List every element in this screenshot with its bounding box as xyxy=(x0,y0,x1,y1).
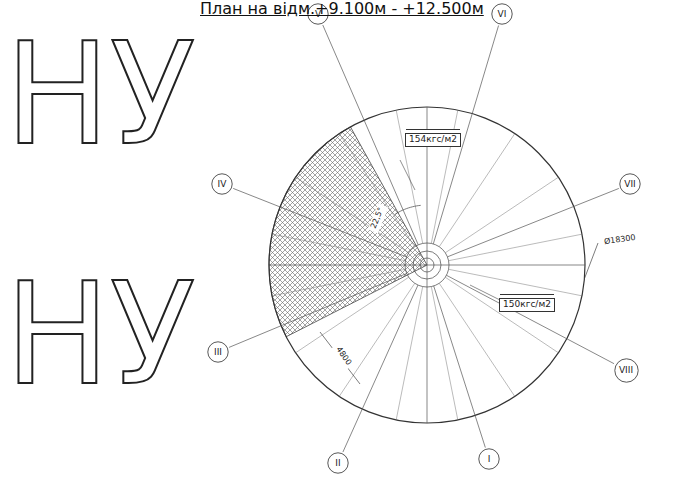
dimension-line xyxy=(584,243,598,279)
division-line xyxy=(431,110,458,243)
axis-mark-circle: VI xyxy=(491,3,513,25)
load-value: 154кгс/м2 xyxy=(405,133,461,147)
axis-number: II xyxy=(335,459,340,468)
axis-spoke xyxy=(343,285,418,452)
axis-line xyxy=(427,107,428,423)
axis-mark-circle: II xyxy=(327,452,349,474)
axis-mark-circle: VIII xyxy=(614,358,639,383)
axis-spoke xyxy=(447,188,618,256)
division-line xyxy=(445,277,558,353)
axis-mark-circle: VII xyxy=(619,173,641,195)
division-line xyxy=(449,234,582,261)
angle-arc xyxy=(395,205,421,214)
watermark-letters: НУ xyxy=(5,25,196,165)
division-line xyxy=(439,134,515,247)
axis-number: I xyxy=(488,455,491,464)
division-line xyxy=(272,234,405,261)
leader-line xyxy=(470,285,500,300)
axis-number: III xyxy=(214,348,222,357)
division-line xyxy=(431,287,458,420)
axis-number: VIII xyxy=(619,366,633,375)
axis-spoke xyxy=(323,25,418,245)
division-line xyxy=(296,177,409,253)
plan-title: План на відм.+9.100м - +12.500м xyxy=(200,0,484,18)
axis-mark-circle: III xyxy=(207,341,229,363)
axis-number: VII xyxy=(624,180,635,189)
division-line xyxy=(396,287,423,420)
division-line xyxy=(339,283,415,396)
axis-spoke xyxy=(446,275,614,363)
axis-spoke xyxy=(229,273,407,347)
watermark-letters: НУ xyxy=(5,265,196,405)
axis-mark-circle: I xyxy=(478,448,500,470)
leader-line xyxy=(400,160,415,190)
length-dimension: 4800 xyxy=(331,342,355,370)
division-line xyxy=(449,269,582,296)
axis-spoke xyxy=(434,286,486,448)
load-value: 150кгс/м2 xyxy=(499,298,555,312)
diameter-dimension: Ø18300 xyxy=(601,232,640,248)
division-line xyxy=(396,110,423,243)
axis-mark-circle: IV xyxy=(211,173,233,195)
outer-circle xyxy=(269,107,585,423)
division-line xyxy=(296,277,409,353)
axis-spoke xyxy=(233,188,406,257)
division-line xyxy=(445,177,558,253)
axis-number: VI xyxy=(498,10,507,19)
axis-number: IV xyxy=(218,180,227,189)
dimension-line xyxy=(320,332,360,384)
hatched-sector xyxy=(269,127,427,337)
